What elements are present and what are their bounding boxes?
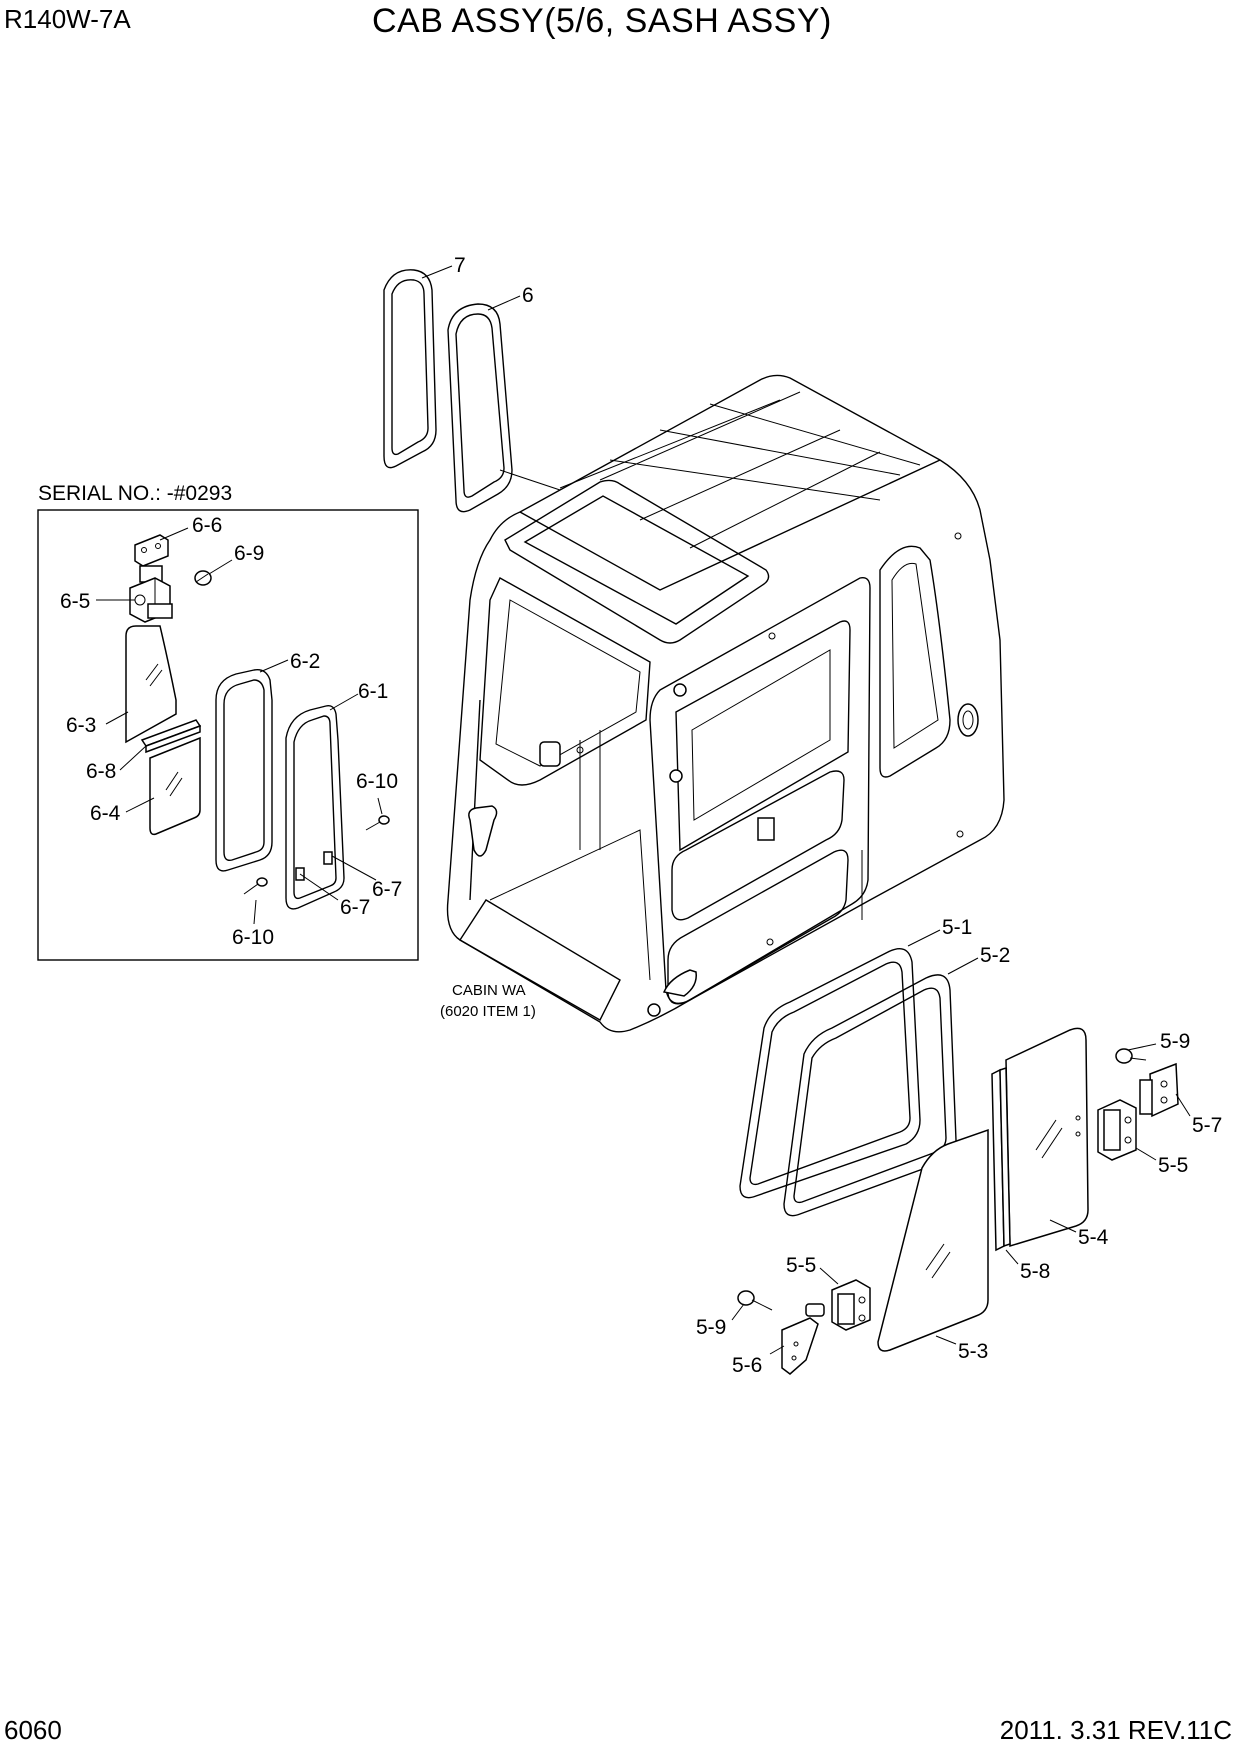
cabin-note-line2: (6020 ITEM 1) [440, 1003, 536, 1020]
part-6-1-frame [285, 704, 345, 910]
callout-6-10-lower: 6-10 [232, 926, 274, 949]
callout-6-2: 6-2 [290, 650, 320, 673]
callout-5-5-right: 5-5 [1158, 1154, 1188, 1177]
part-6-2-seal [215, 669, 273, 872]
page-title: CAB ASSY(5/6, SASH ASSY) [372, 2, 832, 40]
page-number: 6060 [4, 1715, 62, 1745]
part-5-5-hinge-right [1097, 1099, 1137, 1161]
leader-6-to-cab [499, 469, 561, 491]
callout-6-10-upper: 6-10 [356, 770, 398, 793]
sash-leaders [731, 929, 1191, 1355]
part-6-10-screw-upper [365, 815, 390, 831]
callout-5-9-right: 5-9 [1160, 1030, 1190, 1053]
part-5-9-bolt-right [1115, 1048, 1147, 1064]
callout-6-7-upper: 6-7 [372, 878, 402, 901]
leader-6 [487, 295, 521, 311]
serial-inset: SERIAL NO.: -#0293 [37, 482, 419, 961]
part-6-3-glass [125, 625, 177, 744]
inset-leaders [96, 527, 383, 925]
callout-5-9-lower: 5-9 [696, 1316, 726, 1339]
callout-6-7-lower: 6-7 [340, 896, 370, 919]
cabin-body [446, 374, 1005, 1033]
callout-7: 7 [454, 254, 466, 277]
part-5-1-seal [739, 948, 921, 1199]
part-6-8-channel [140, 719, 202, 754]
part-5-4-glass [1005, 1027, 1089, 1248]
part-6-6-bracket [134, 534, 169, 585]
part-6-4-glass [149, 736, 201, 836]
part-5-8-channel [991, 1066, 1011, 1252]
part-5-9-bolt-lower [737, 1290, 773, 1311]
callout-6-3: 6-3 [66, 714, 96, 737]
callout-5-4: 5-4 [1078, 1226, 1109, 1249]
part-6-sash [447, 303, 513, 513]
callout-5-6: 5-6 [732, 1354, 762, 1377]
model-code: R140W-7A [4, 4, 131, 34]
part-6-9-bolt [194, 570, 212, 586]
part-5-7-bracket [1139, 1062, 1179, 1118]
serial-note: SERIAL NO.: -#0293 [38, 482, 232, 505]
callout-5-3: 5-3 [958, 1340, 988, 1363]
callout-5-2: 5-2 [980, 944, 1010, 967]
inset-frame [37, 509, 419, 961]
part-6-10-screw-lower [243, 877, 268, 895]
part-7-seal [383, 269, 437, 469]
callout-6-8: 6-8 [86, 760, 116, 783]
part-5-3-glass [877, 1128, 989, 1352]
callout-6-1: 6-1 [358, 680, 388, 703]
revision-date: 2011. 3.31 REV.11C [999, 1715, 1232, 1745]
callout-6: 6 [522, 284, 534, 307]
part-5-6-plate [781, 1303, 825, 1375]
callout-6-6: 6-6 [192, 514, 222, 537]
leader-7 [421, 265, 453, 279]
callout-6-5: 6-5 [60, 590, 90, 613]
cabin-note-line1: CABIN WA [452, 982, 526, 999]
callout-6-9: 6-9 [234, 542, 264, 565]
callout-6-4: 6-4 [90, 802, 121, 825]
part-6-5-hinge [129, 577, 173, 623]
callout-5-5-lower: 5-5 [786, 1254, 816, 1277]
part-5-2-sash [783, 974, 957, 1217]
callout-5-1: 5-1 [942, 916, 972, 939]
callout-5-8: 5-8 [1020, 1260, 1050, 1283]
callout-5-7: 5-7 [1192, 1114, 1222, 1137]
part-5-5-hinge-lower [831, 1279, 871, 1331]
